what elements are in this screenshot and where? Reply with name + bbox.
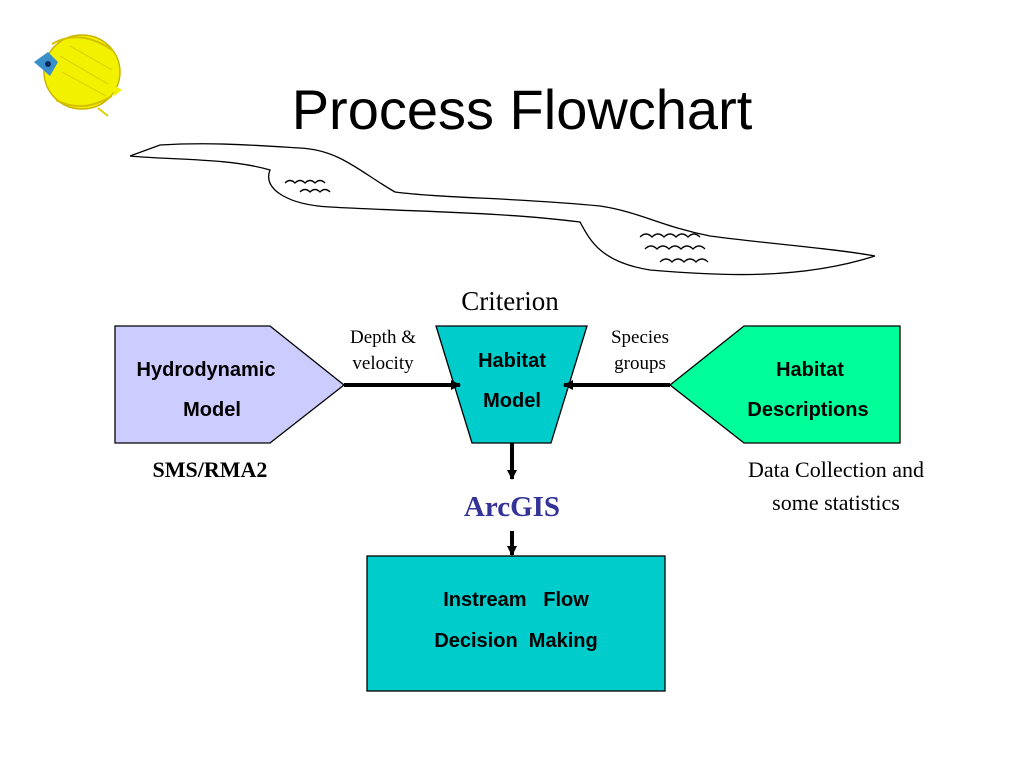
decision-making-line1: Instream Flow bbox=[443, 589, 589, 611]
species-groups-label-line2: groups bbox=[614, 353, 666, 374]
decision-making-line2: Decision Making bbox=[434, 630, 598, 652]
hydrodynamic-model-line2: Model bbox=[183, 399, 241, 421]
depth-velocity-label-line2: velocity bbox=[352, 353, 414, 374]
page-title: Process Flowchart bbox=[291, 78, 753, 141]
species-groups-label-line1: Species bbox=[610, 327, 670, 348]
habitat-model-line1: Habitat bbox=[478, 350, 546, 372]
sms-rma2-caption: SMS/RMA2 bbox=[152, 457, 268, 482]
decision-making-shape bbox=[366, 555, 666, 692]
arcgis-label: ArcGIS bbox=[463, 491, 561, 523]
river-icon bbox=[129, 143, 876, 276]
data-collection-caption-line2: some statistics bbox=[772, 490, 900, 515]
habitat-descriptions-line1: Habitat bbox=[776, 359, 844, 381]
depth-velocity-label-line1: Depth & bbox=[350, 327, 416, 348]
hydrodynamic-model-line1: Hydrodynamic bbox=[136, 359, 276, 381]
butterflyfish-icon bbox=[34, 34, 122, 117]
habitat-model-shape bbox=[435, 325, 588, 444]
habitat-descriptions-line2: Descriptions bbox=[747, 399, 869, 421]
hydrodynamic-model-shape bbox=[114, 325, 346, 444]
habitat-model-line2: Model bbox=[483, 390, 541, 412]
data-collection-caption-line1: Data Collection and bbox=[748, 457, 924, 482]
criterion-label: Criterion bbox=[461, 286, 559, 316]
habitat-descriptions-shape bbox=[668, 325, 901, 444]
